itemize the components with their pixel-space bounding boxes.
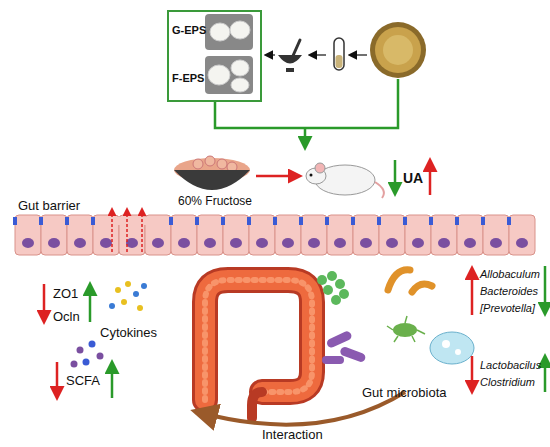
fructose-bowl — [174, 156, 250, 190]
genus-name: Lactobacilus — [480, 359, 541, 371]
cytokine-dots — [109, 281, 147, 311]
protein-label: ZO1 — [53, 287, 78, 301]
protein-label: Ocln — [53, 310, 80, 324]
genus-name: Bacteroides — [480, 285, 538, 297]
barrier-label: Gut barrier — [18, 199, 80, 213]
eps-box: G-EPS F-EPS — [167, 10, 262, 102]
scfa-dots — [71, 341, 104, 368]
microbiota-label: Gut microbiota — [362, 386, 447, 400]
test-tube-icon — [334, 38, 344, 70]
scfa-label: SCFA — [66, 374, 100, 388]
genus-name: Allobaculum — [480, 268, 540, 280]
sample-plate — [370, 22, 426, 78]
sample-label: F-EPS — [172, 72, 204, 84]
uric-acid-label: UA — [403, 171, 423, 186]
genus-name: Clostridium — [480, 376, 535, 388]
genus-name: [Prevotella] — [480, 302, 535, 314]
cytokine-label: Cytokines — [100, 326, 157, 340]
sample-label: G-EPS — [172, 24, 206, 36]
interaction-label: Interaction — [262, 428, 323, 442]
colon — [205, 280, 312, 418]
mouse — [306, 163, 384, 198]
gut-barrier-cells — [13, 215, 535, 255]
diet-label: 60% Fructose — [178, 195, 252, 208]
mortar-icon — [278, 40, 302, 72]
microbiota-icons — [317, 270, 474, 364]
petri-dishes — [205, 14, 253, 94]
